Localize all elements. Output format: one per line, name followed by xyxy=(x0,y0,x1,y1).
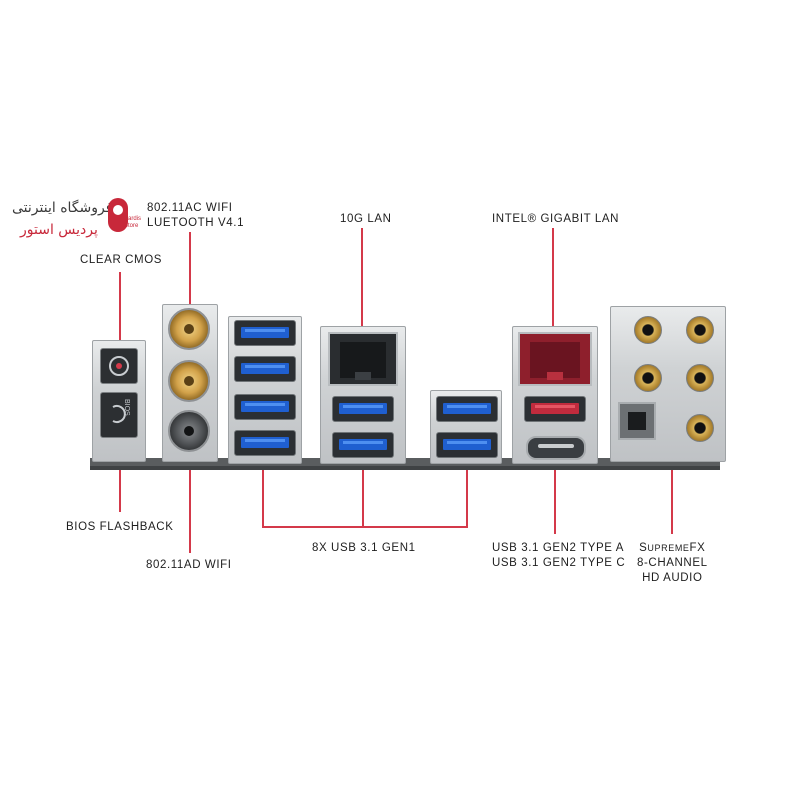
usb-gen1-port-1[interactable] xyxy=(234,320,296,346)
label-audio-brand: SUPREMEFX xyxy=(639,542,706,554)
motherboard-edge-shadow xyxy=(90,466,720,470)
label-audio: SUPREMEFX 8-CHANNEL HD AUDIO xyxy=(637,542,708,584)
usb-gen1-port-6[interactable] xyxy=(332,432,394,458)
leader-usb-right xyxy=(466,432,468,528)
usb-gen1-port-2[interactable] xyxy=(234,356,296,382)
usb-gen2-type-a-port[interactable] xyxy=(524,396,586,422)
label-intel-gigabit-lan: INTEL® GIGABIT LAN xyxy=(492,213,620,225)
label-bios-flashback: BIOS FLASHBACK xyxy=(66,521,174,533)
leader-wifi-ad xyxy=(189,425,191,553)
usb-gen2-type-c-port[interactable] xyxy=(526,436,586,460)
leader-clear-cmos xyxy=(119,272,121,356)
leader-wifi-ac xyxy=(189,232,191,318)
store-logo-subtext: Pardis Store xyxy=(124,216,142,229)
leader-intel-lan xyxy=(552,228,554,340)
watermark-text-line1: فروشگاه اینترنتی xyxy=(12,200,113,216)
leader-usb-center xyxy=(362,432,364,528)
audio-jack-3[interactable] xyxy=(634,364,662,392)
watermark-text-line2: پردیس استور xyxy=(20,222,98,238)
usb-gen1-port-8[interactable] xyxy=(436,432,498,458)
leader-bios-flashback xyxy=(119,440,121,512)
optical-spdif-port[interactable] xyxy=(618,402,656,440)
label-wifi-ac: 802.11AC WIFI LUETOOTH V4.1 xyxy=(147,202,245,229)
label-usb-gen2: USB 3.1 GEN2 TYPE A USB 3.1 GEN2 TYPE C xyxy=(492,542,626,569)
leader-usb-bar xyxy=(262,526,468,528)
wifi-ac-antenna-connector-2[interactable] xyxy=(168,360,210,402)
leader-10g-lan xyxy=(361,228,363,348)
store-logo-icon xyxy=(108,198,128,232)
label-wifi-ad: 802.11AD WIFI xyxy=(146,559,232,571)
clear-cmos-button[interactable] xyxy=(100,348,138,384)
usb-gen1-port-4[interactable] xyxy=(234,430,296,456)
leader-usb-gen2 xyxy=(554,436,556,534)
power-cycle-icon xyxy=(109,356,129,376)
bios-button-label: BIOS xyxy=(123,399,130,416)
wifi-ad-antenna-connector[interactable] xyxy=(168,410,210,452)
usb-gen1-port-5[interactable] xyxy=(332,396,394,422)
intel-gigabit-lan-port[interactable] xyxy=(518,332,592,386)
leader-audio xyxy=(671,448,673,534)
wifi-ac-antenna-connector-1[interactable] xyxy=(168,308,210,350)
audio-jack-5[interactable] xyxy=(686,414,714,442)
audio-jack-1[interactable] xyxy=(634,316,662,344)
leader-usb-left xyxy=(262,432,264,528)
audio-jack-4[interactable] xyxy=(686,364,714,392)
lan-10g-port[interactable] xyxy=(328,332,398,386)
audio-jack-2[interactable] xyxy=(686,316,714,344)
label-10g-lan: 10G LAN xyxy=(340,213,392,225)
refresh-icon xyxy=(112,405,126,423)
usb-gen1-port-7[interactable] xyxy=(436,396,498,422)
bios-flashback-button[interactable]: BIOS xyxy=(100,392,138,438)
label-clear-cmos: CLEAR CMOS xyxy=(80,254,163,266)
usb-gen1-port-3[interactable] xyxy=(234,394,296,420)
label-usb-gen1: 8X USB 3.1 GEN1 xyxy=(312,542,416,554)
